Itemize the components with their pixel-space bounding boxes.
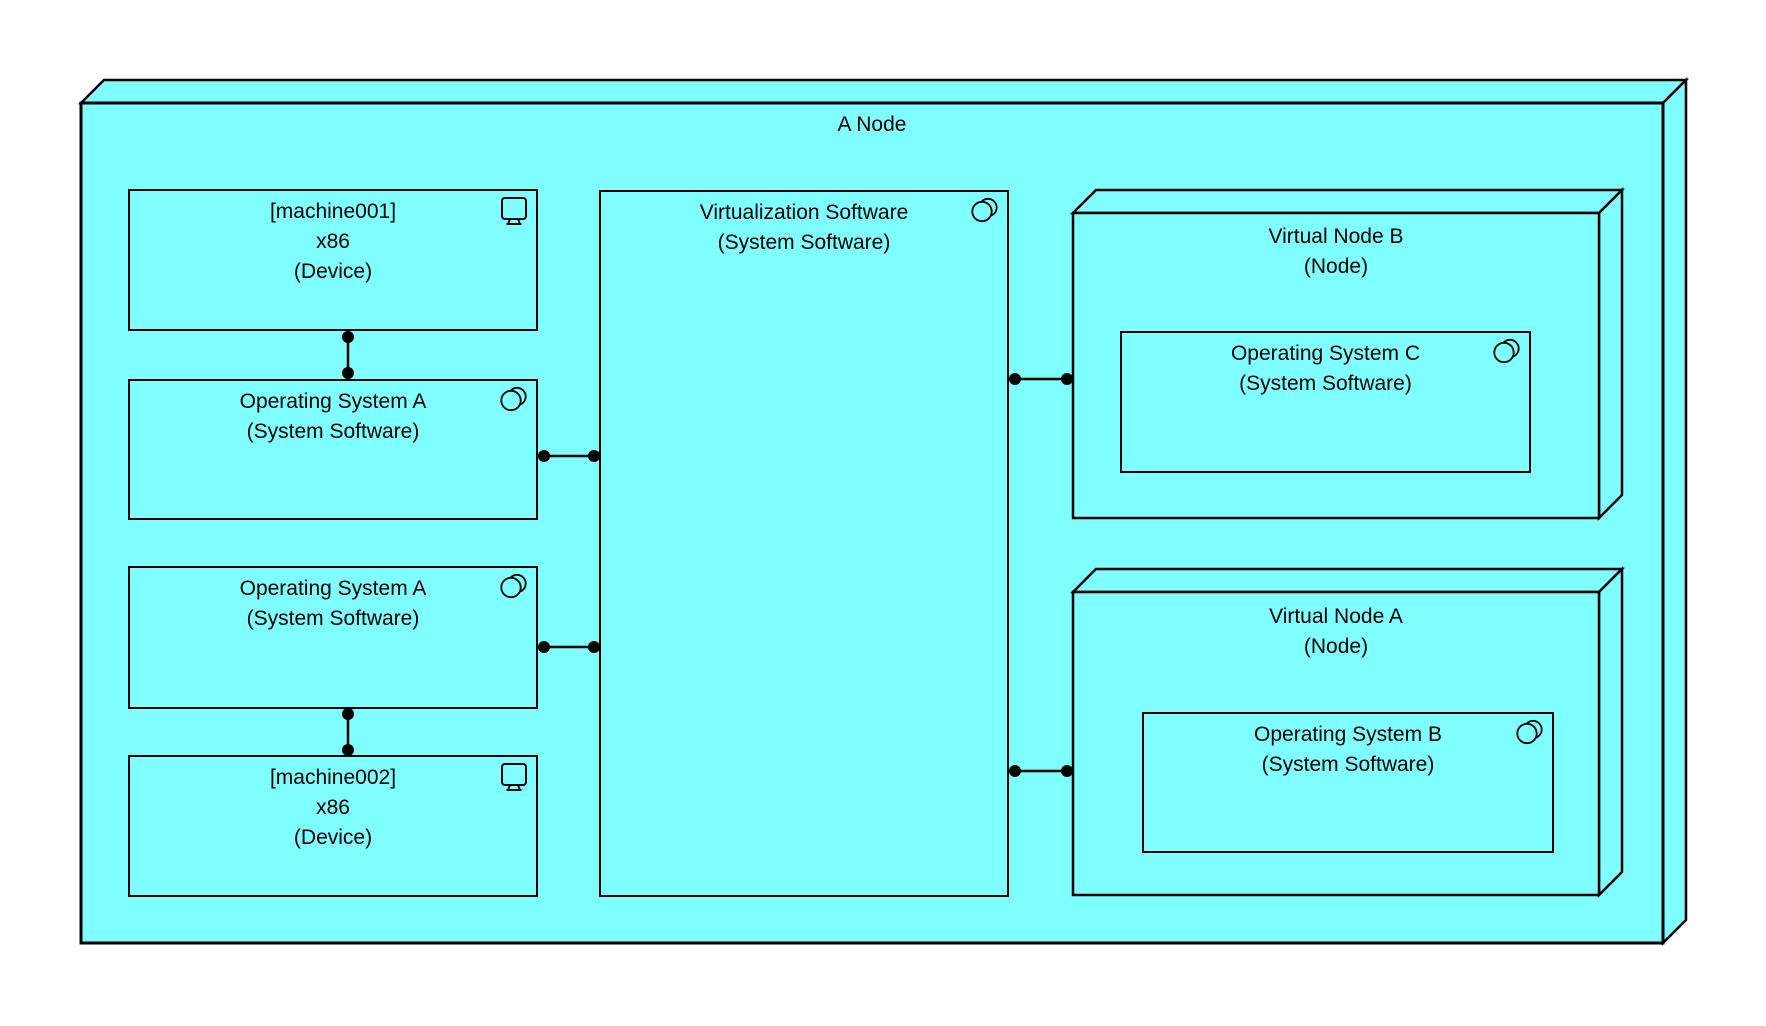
label-line: (System Software) <box>246 420 420 443</box>
virtual-node-b-top-face <box>1069 188 1626 215</box>
connector-virtualization-virtual-node-a[interactable] <box>1009 765 1073 777</box>
element-os-a-bottom[interactable]: Operating System A (System Software) <box>128 566 538 709</box>
system-software-icon <box>500 386 527 412</box>
label-line: Operating System B <box>1254 723 1442 746</box>
label-line: Virtual Node B <box>1268 225 1404 248</box>
element-os-c-label: Operating System C (System Software) <box>1122 333 1529 399</box>
system-software-icon <box>971 197 998 223</box>
label-line: Operating System A <box>239 390 427 413</box>
element-os-c[interactable]: Operating System C (System Software) <box>1120 331 1531 473</box>
virtual-node-b-right-face <box>1597 186 1624 522</box>
element-os-b-label: Operating System B (System Software) <box>1144 714 1552 780</box>
label-line: [machine002] <box>269 766 397 789</box>
label-line: (Device) <box>293 260 373 283</box>
system-software-icon <box>1516 719 1543 745</box>
element-machine002-label: [machine002] x86 (Device) <box>130 757 536 853</box>
connector-machine001-os-a-top[interactable] <box>342 331 354 379</box>
element-machine001-label: [machine001] x86 (Device) <box>130 191 536 287</box>
connector-os-a-bottom-virtualization[interactable] <box>538 641 600 653</box>
device-icon <box>501 197 527 225</box>
label-line: Virtualization Software <box>699 201 909 224</box>
connector-virtualization-virtual-node-b[interactable] <box>1009 373 1073 385</box>
system-software-icon <box>1493 338 1520 364</box>
label-line: Virtual Node A <box>1269 605 1403 628</box>
label-line: (Node) <box>1303 255 1369 278</box>
element-machine002[interactable]: [machine002] x86 (Device) <box>128 755 538 897</box>
label-line: (Device) <box>293 826 373 849</box>
connector-os-a-bottom-machine002[interactable] <box>342 708 354 756</box>
label-line: Operating System C <box>1230 342 1421 365</box>
label-line: (System Software) <box>1261 753 1435 776</box>
connector-os-a-top-virtualization[interactable] <box>538 450 600 462</box>
label-line: [machine001] <box>269 200 397 223</box>
element-os-a-top[interactable]: Operating System A (System Software) <box>128 379 538 520</box>
element-os-a-bottom-label: Operating System A (System Software) <box>130 568 536 634</box>
virtual-node-a-right-face <box>1597 565 1624 899</box>
label-line: (System Software) <box>1239 372 1412 395</box>
label-line: Operating System A <box>239 577 427 600</box>
label-line: x86 <box>316 796 350 819</box>
label-line: (System Software) <box>246 607 420 630</box>
element-virtualization-software-label: Virtualization Software (System Software… <box>601 192 1007 258</box>
element-os-b[interactable]: Operating System B (System Software) <box>1142 712 1554 853</box>
outer-node-title: A Node <box>837 113 907 136</box>
label-line: x86 <box>316 230 350 253</box>
element-machine001[interactable]: [machine001] x86 (Device) <box>128 189 538 331</box>
element-virtualization-software[interactable]: Virtualization Software (System Software… <box>599 190 1009 897</box>
virtual-node-b-title: Virtual Node B (Node) <box>1073 222 1599 282</box>
system-software-icon <box>500 573 527 599</box>
virtual-node-a-title: Virtual Node A (Node) <box>1073 602 1599 662</box>
virtual-node-a-top-face <box>1069 567 1626 594</box>
element-os-a-top-label: Operating System A (System Software) <box>130 381 536 447</box>
device-icon <box>501 763 527 791</box>
outer-node-right-face <box>1661 76 1688 947</box>
label-line: (Node) <box>1303 635 1369 658</box>
outer-node-top-face <box>77 78 1690 105</box>
label-line: (System Software) <box>717 231 891 254</box>
